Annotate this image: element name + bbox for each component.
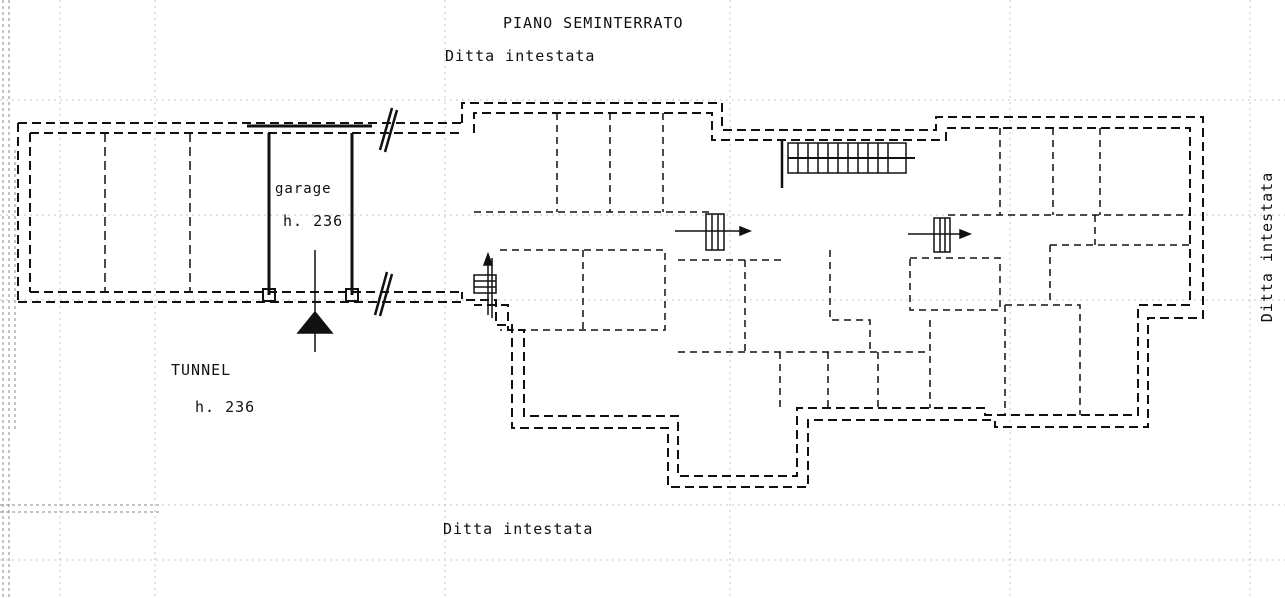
garage-entrance-marker	[296, 250, 334, 352]
plan-title: PIANO SEMINTERRATO	[503, 14, 684, 32]
garage-label: garage	[275, 181, 332, 197]
neighbor-label-top: Ditta intestata	[445, 47, 596, 65]
door-arrows	[482, 225, 973, 318]
left-edge-hatching	[0, 0, 160, 598]
tunnel-corridor	[17, 122, 462, 303]
building-outline	[461, 102, 1204, 488]
neighbor-label-right: Ditta intestata	[1258, 171, 1277, 323]
garage-height-label: h. 236	[283, 212, 344, 230]
tunnel-height-label: h. 236	[195, 398, 256, 416]
garage-walls	[247, 124, 372, 302]
staircase	[780, 140, 915, 188]
tunnel-label: TUNNEL	[171, 361, 232, 379]
step-marks	[473, 213, 951, 294]
neighbor-label-bottom: Ditta intestata	[443, 520, 594, 538]
wall-break-marks	[373, 107, 399, 317]
interior-partitions	[474, 113, 1190, 415]
